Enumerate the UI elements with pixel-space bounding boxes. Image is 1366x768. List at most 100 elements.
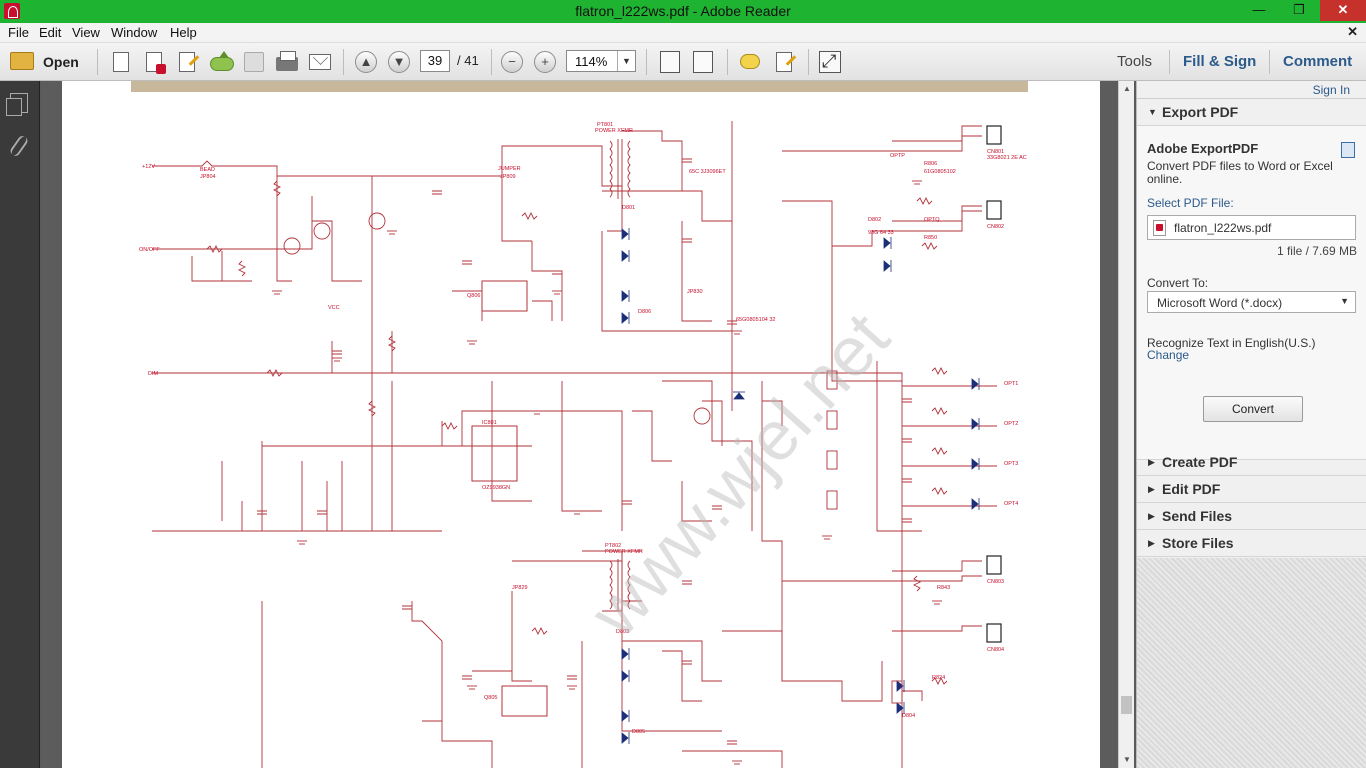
label-d802: D802 [868,217,881,223]
fill-sign-link[interactable]: Fill & Sign [1183,53,1257,70]
maximize-button[interactable]: ❐ [1293,2,1305,17]
zoom-out-icon[interactable]: − [501,51,523,73]
highlight-icon[interactable] [776,52,792,72]
scroll-up-icon[interactable]: ▲ [1123,84,1131,93]
vertical-scrollbar[interactable]: ▲ ▼ [1118,81,1134,768]
label-d805: D805 [632,729,645,735]
q806-box [481,280,528,312]
comment-icon[interactable] [740,54,760,69]
edit-pdf-label: Edit PDF [1162,481,1221,497]
transformer-pt802 [609,559,631,611]
upload-cloud-icon[interactable] [210,51,234,71]
document-area[interactable]: +12V ON/OFF DIM VCC PT801 POWER XFMR PT8… [41,81,1124,768]
email-icon[interactable] [309,54,331,70]
change-language-link[interactable]: Change [1147,348,1190,362]
tools-link[interactable]: Tools [1117,53,1153,70]
label-cn802: CN802 [987,224,1004,230]
pane-background-pattern [1137,558,1366,768]
store-files-label: Store Files [1162,535,1234,551]
create-pdf-icon[interactable] [113,52,129,72]
print-icon[interactable] [276,51,298,71]
navigation-pane [0,81,40,768]
save-icon[interactable] [244,52,264,72]
label-d806: D806 [638,309,651,315]
sign-in-link[interactable]: Sign In [1312,83,1350,97]
chevron-down-icon[interactable]: ▼ [1340,296,1349,306]
chevron-down-icon[interactable]: ▼ [617,51,635,71]
label-opt1: OPT1 [1004,381,1018,387]
menu-window[interactable]: Window [111,25,158,40]
attachments-icon[interactable] [8,134,30,158]
toolbar-separator [1169,50,1170,74]
menu-file[interactable]: File [8,25,29,40]
menu-help[interactable]: Help [170,25,197,40]
page-number-input[interactable]: 39 [420,50,450,72]
label-cn801: CN801 [987,149,1004,155]
menu-edit[interactable]: Edit [39,25,62,40]
label-jp830: JP830 [687,289,703,295]
edit-pdf-header[interactable]: ▶ Edit PDF [1137,476,1366,503]
close-document-icon[interactable]: ✕ [1347,24,1358,39]
comment-link[interactable]: Comment [1283,53,1353,70]
send-files-header[interactable]: ▶ Send Files [1137,503,1366,530]
divider [1137,98,1366,99]
open-folder-icon[interactable] [10,52,34,70]
convert-button[interactable]: Convert [1203,396,1303,422]
collapsed-arrow-icon: ▶ [1148,511,1155,521]
open-button[interactable]: Open [43,54,79,70]
circuit-schematic: +12V ON/OFF DIM VCC PT801 POWER XFMR PT8… [139,121,1027,768]
menu-view[interactable]: View [72,25,100,40]
fit-width-icon[interactable] [693,51,713,73]
label-cn804: CN804 [987,647,1004,653]
pdf-page: +12V ON/OFF DIM VCC PT801 POWER XFMR PT8… [62,81,1100,768]
page-thumbnails-icon[interactable] [6,93,28,116]
zoom-select[interactable]: 114% ▼ [566,50,636,72]
pdf-file-name: flatron_l222ws.pdf [1174,221,1272,235]
prev-page-icon[interactable]: ▲ [355,51,377,73]
store-files-header[interactable]: ▶ Store Files [1137,530,1366,557]
pdf-file-field[interactable]: flatron_l222ws.pdf [1147,215,1356,240]
scroll-down-icon[interactable]: ▼ [1123,755,1131,764]
export-pdf-header[interactable]: ▼ Export PDF [1137,99,1366,126]
export-pdf-label: Export PDF [1162,104,1239,120]
convert-to-value: Microsoft Word (*.docx) [1157,296,1283,310]
select-pdf-label: Select PDF File: [1147,196,1234,210]
export-pdf-panel: Adobe ExportPDF Convert PDF files to Wor… [1137,126,1366,460]
label-r824: R824 [932,675,945,681]
toolbar-separator [1269,50,1270,74]
next-page-icon[interactable]: ▼ [388,51,410,73]
fit-page-icon[interactable] [660,51,680,73]
create-pdf-red-icon[interactable] [146,52,166,74]
transformer-pt801 [609,139,631,199]
label-pt801: PT801 [597,122,613,128]
create-pdf-label: Create PDF [1162,454,1238,470]
create-pdf-header[interactable]: ▶ Create PDF [1137,449,1366,476]
collapsed-arrow-icon: ▶ [1148,457,1155,467]
zoom-value[interactable]: 114% [575,54,608,69]
zoom-in-icon[interactable]: + [534,51,556,73]
label-jp809: JP809 [500,174,516,180]
scroll-thumb[interactable] [1121,696,1132,714]
full-screen-icon[interactable] [819,51,841,73]
label-onoff: ON/OFF [139,247,160,253]
convert-to-select[interactable]: Microsoft Word (*.docx) ▼ [1147,291,1356,313]
label-d804: D804 [902,713,915,719]
label-pt801-sub: POWER XFMR [595,128,633,134]
adobe-reader-icon [4,3,20,19]
label-r843: R843 [937,585,950,591]
page-total: / 41 [457,53,479,68]
label-oz9938gn: OZ9938GN [482,485,510,491]
title-bar: flatron_l222ws.pdf - Adobe Reader — ❐ ✕ [0,0,1366,23]
label-vcc: VCC [328,305,340,311]
exportpdf-description: Convert PDF files to Word or Excel onlin… [1147,159,1333,186]
toolbar-separator [727,49,728,75]
minimize-button[interactable]: — [1252,2,1266,17]
label-code4: 65C 3J3096ET [689,169,726,175]
label-dim: DIM [148,371,159,377]
edit-icon[interactable] [179,52,195,72]
convert-to-label: Convert To: [1147,276,1209,290]
collapsed-arrow-icon: ▶ [1148,538,1155,548]
label-jp829: JP829 [512,585,528,591]
label-cn803: CN803 [987,579,1004,585]
close-button[interactable]: ✕ [1320,0,1366,21]
